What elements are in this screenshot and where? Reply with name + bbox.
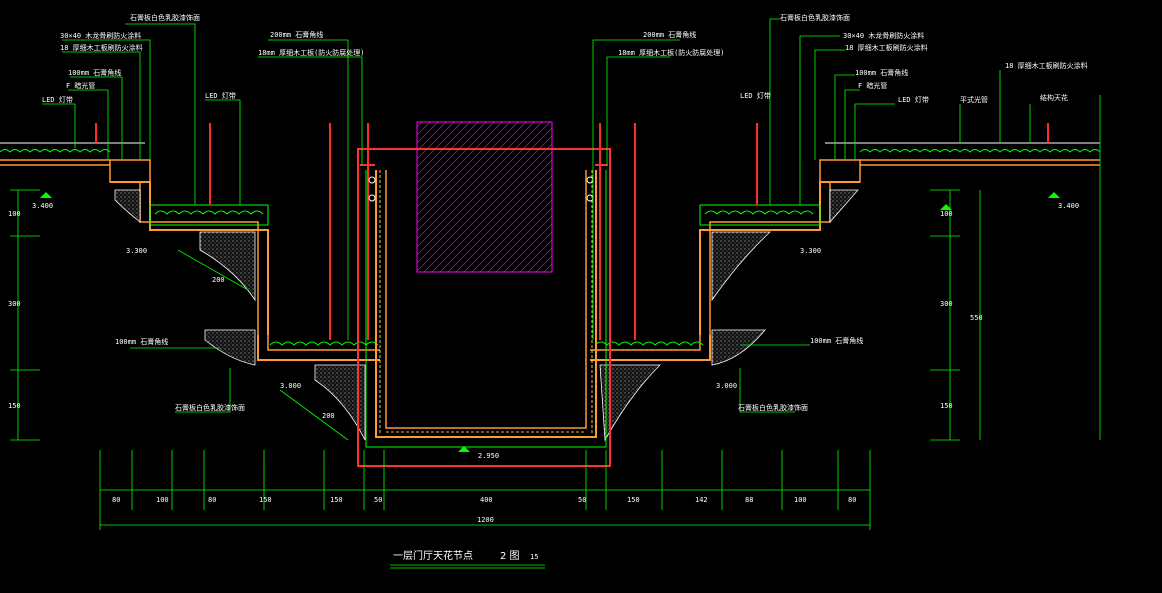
highlight-frame: [357, 148, 611, 467]
note-right-r1: 石膏板白色乳胶漆饰面: [780, 13, 850, 22]
right-ceiling-section: [590, 123, 1101, 442]
note-left-a2: 30×40 木龙骨刷防火涂料: [60, 31, 141, 40]
note-right-r11: 石膏板白色乳胶漆饰面: [738, 403, 808, 412]
bottom-dim-segment: 80: [112, 496, 120, 504]
vdim-right-3: 150: [940, 402, 953, 410]
note-center-c3: 200mm 石膏角线: [643, 30, 696, 39]
level-left-top: 3.400: [32, 202, 53, 210]
bottom-dim-segment: 88: [745, 496, 753, 504]
level-left-mid: 3.300: [126, 247, 147, 255]
bottom-dim-segment: 150: [627, 496, 640, 504]
leader-lines: [42, 18, 1031, 413]
diag-dim-left-1: 200: [212, 276, 225, 284]
vdim-left-3: 150: [8, 402, 21, 410]
bottom-dim-segment: 150: [330, 496, 343, 504]
note-center-c4: 18mm 厚细木工板(防火防腐处理): [618, 48, 725, 57]
note-right-r8: 18 厚细木工板刷防火涂料: [1005, 61, 1088, 70]
bottom-dim-segment: 100: [156, 496, 169, 504]
note-right-r7: 平式光管: [960, 95, 988, 104]
dimension-lines: [10, 95, 1101, 569]
vdim-right-total: 550: [970, 314, 983, 322]
note-center-c2: 18mm 厚细木工板(防火防腐处理): [258, 48, 365, 57]
note-left-a4: 100mm 石膏角线: [68, 68, 121, 77]
note-right-r3: 18 厚细木工板刷防火涂料: [845, 43, 928, 52]
level-right-mid: 3.300: [800, 247, 821, 255]
note-left-a9: 石膏板白色乳胶漆饰面: [175, 403, 245, 412]
bottom-dim-segment: 150: [259, 496, 272, 504]
note-right-r5: F 暗光管: [858, 81, 887, 90]
level-left-low: 3.000: [280, 382, 301, 390]
note-right-r6b: LED 灯带: [740, 91, 771, 100]
drawing-title: 一层门厅天花节点: [393, 549, 473, 562]
center-recess: [357, 121, 611, 467]
bottom-dimension-labels: 80 100 80 150 150 50 400 50 150 142 88 100 80: [112, 496, 856, 504]
note-right-r9: 结构天花: [1040, 93, 1068, 102]
left-ceiling-section: [0, 123, 380, 441]
note-left-a5: F 暗光管: [66, 81, 95, 90]
level-right-low: 3.000: [716, 382, 737, 390]
bottom-dim-segment: 80: [208, 496, 216, 504]
level-center: 2.950: [478, 452, 499, 460]
note-left-a8: 100mm 石膏角线: [115, 337, 168, 346]
note-right-r4: 100mm 石膏角线: [855, 68, 908, 77]
note-right-r2: 30×40 木龙骨刷防火涂料: [843, 31, 924, 40]
note-right-r10: 100mm 石膏角线: [810, 336, 863, 345]
bottom-dim-segment: 142: [695, 496, 708, 504]
level-markers: [40, 192, 1060, 452]
note-center-c1: 200mm 石膏角线: [270, 30, 323, 39]
drawing-scale: 15: [530, 553, 538, 561]
drawing-sheet: 2 图: [500, 550, 520, 562]
bottom-dim-total: 1200: [477, 516, 494, 524]
vdim-left-2: 300: [8, 300, 21, 308]
note-left-a7: LED 灯带: [205, 91, 236, 100]
bottom-dim-segment: 80: [848, 496, 856, 504]
diag-dim-left-2: 200: [322, 412, 335, 420]
bottom-dim-segment: 50: [374, 496, 382, 504]
vdim-right-1: 100: [940, 210, 953, 218]
note-left-a6: LED 灯带: [42, 95, 73, 104]
text-labels: 石膏板白色乳胶漆饰面 30×40 木龙骨刷防火涂料 18 厚细木工板刷防火涂料 …: [8, 13, 1088, 562]
bottom-dim-segment: 100: [794, 496, 807, 504]
structural-beam-hatch: [416, 121, 553, 273]
note-left-a1: 石膏板白色乳胶漆饰面: [130, 13, 200, 22]
note-left-a3: 18 厚细木工板刷防火涂料: [60, 43, 143, 52]
bottom-dim-segment: 50: [578, 496, 586, 504]
vdim-right-2: 300: [940, 300, 953, 308]
bottom-dim-segment: 400: [480, 496, 493, 504]
vdim-left-1: 100: [8, 210, 21, 218]
level-right-top: 3.400: [1058, 202, 1079, 210]
note-right-r6: LED 灯带: [898, 95, 929, 104]
